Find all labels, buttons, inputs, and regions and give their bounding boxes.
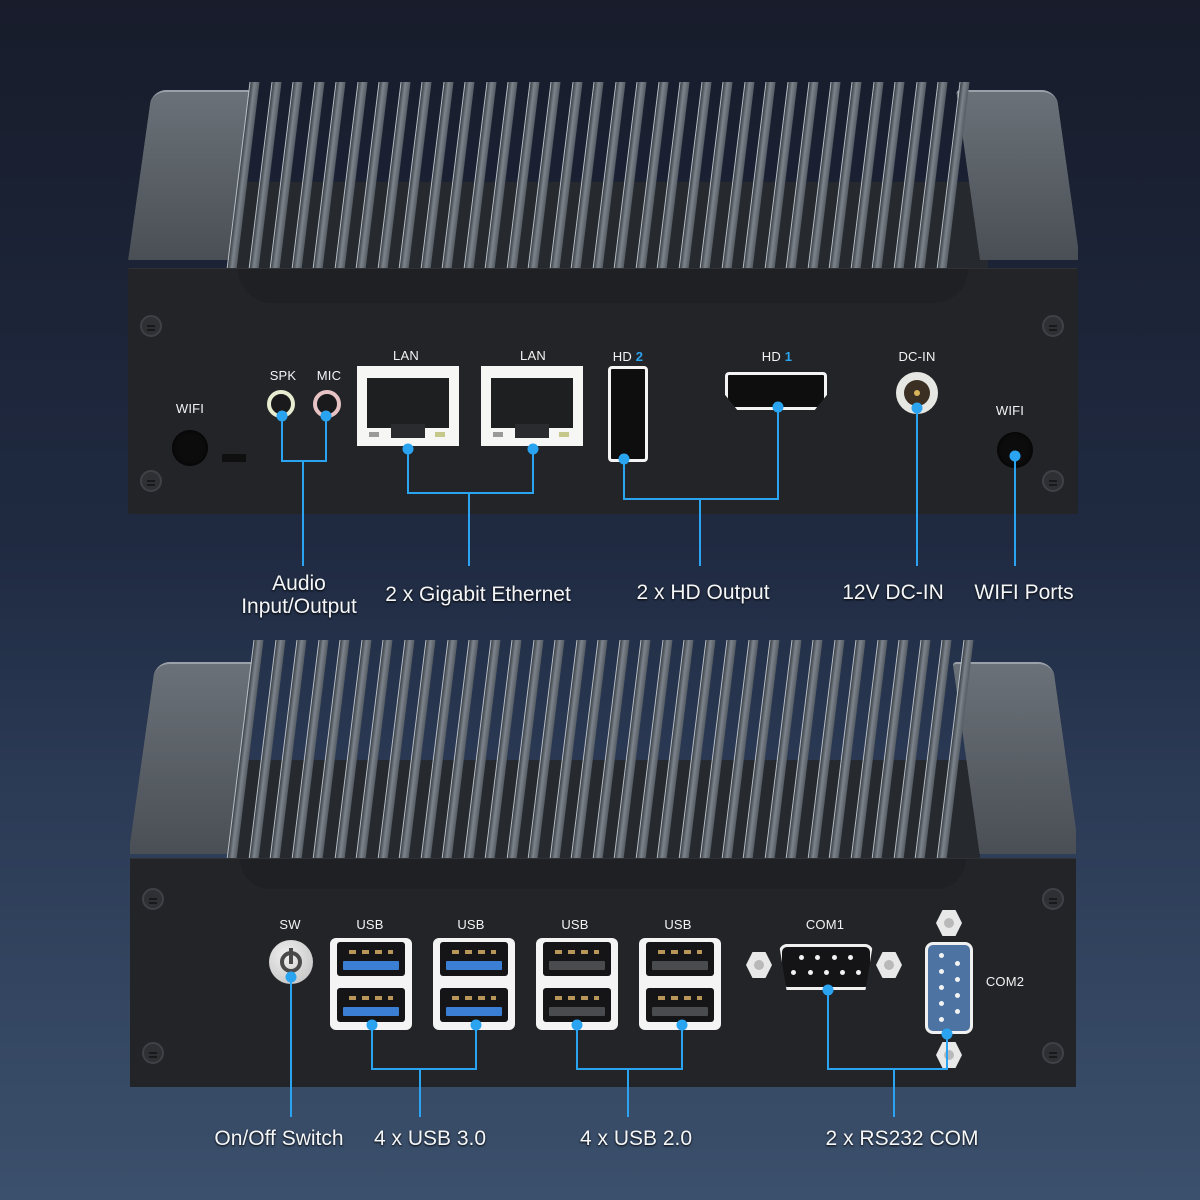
heatsink-fin	[763, 640, 802, 860]
bottom-front-panel	[130, 858, 1076, 1087]
wifi-antenna-icon[interactable]	[172, 430, 208, 466]
power-icon[interactable]	[269, 940, 313, 984]
screw-icon	[1042, 1042, 1064, 1064]
heatsink-fin	[290, 640, 329, 860]
heatsink-fin	[527, 640, 565, 860]
caption-wifi: WIFI Ports	[974, 581, 1074, 604]
heatsink-fin	[505, 640, 544, 860]
heatsink-fin	[613, 640, 651, 860]
heatsink-fin	[720, 640, 759, 860]
hdmi-port-icon[interactable]	[608, 366, 648, 462]
screw-icon	[1042, 888, 1064, 910]
heatsink-fin	[226, 640, 264, 860]
heatsink-fin	[247, 640, 286, 860]
screw-icon	[140, 470, 162, 492]
heatsink-fin	[699, 640, 737, 860]
caption-com: 2 x RS232 COM	[825, 1127, 979, 1150]
ethernet-port-icon[interactable]	[481, 366, 583, 446]
mic-label: MIC	[316, 368, 342, 383]
caption-ethernet: 2 x Gigabit Ethernet	[385, 583, 571, 606]
heatsink-right-cap	[952, 662, 1076, 854]
ethernet-port-icon[interactable]	[357, 366, 459, 446]
screw-icon	[140, 315, 162, 337]
caption-hd-output: 2 x HD Output	[636, 581, 770, 604]
screw-icon	[1042, 315, 1064, 337]
heatsink-fin	[914, 640, 952, 860]
lan1-label: LAN	[393, 348, 419, 363]
com1-label: COM1	[805, 917, 845, 932]
indicator-slot	[222, 454, 246, 462]
heatsink-fin	[462, 640, 501, 860]
spk-label: SPK	[269, 368, 297, 383]
dcin-label: DC-IN	[898, 349, 936, 364]
hex-standoff	[936, 1042, 962, 1068]
hd1-label: HD 1	[761, 349, 793, 364]
usb-port-icon[interactable]	[536, 938, 618, 1030]
hex-standoff	[936, 910, 962, 936]
db9-serial-port-icon[interactable]	[925, 942, 973, 1034]
heatsink-fin	[591, 640, 630, 860]
heatsink-left-cap	[130, 662, 256, 854]
heatsink-fin	[398, 640, 436, 860]
usb2-label: USB	[457, 917, 485, 932]
heatsink-fin	[269, 640, 307, 860]
heatsink-fin	[828, 640, 866, 860]
hex-standoff	[876, 952, 902, 978]
hd2-label: HD 2	[612, 349, 644, 364]
usb-port-icon[interactable]	[639, 938, 721, 1030]
usb3-label: USB	[561, 917, 589, 932]
caption-audio: Audio Input/Output	[241, 572, 357, 618]
heatsink-fin	[333, 640, 372, 860]
usb4-label: USB	[664, 917, 692, 932]
hex-standoff	[746, 952, 772, 978]
screw-icon	[1042, 470, 1064, 492]
lan2-label: LAN	[520, 348, 546, 363]
heatsink-fin	[376, 640, 415, 860]
heatsink-fin	[656, 640, 694, 860]
heatsink-fin	[849, 640, 888, 860]
heatsink-fin	[677, 640, 716, 860]
heatsink-fin	[742, 640, 780, 860]
wifi-left-label: WIFI	[175, 401, 205, 416]
heatsink-fin	[892, 640, 931, 860]
heatsink-fin	[806, 640, 845, 860]
heatsink-fin	[935, 640, 974, 860]
screw-icon	[142, 1042, 164, 1064]
caption-usb20: 4 x USB 2.0	[579, 1127, 693, 1150]
wifi-right-label: WIFI	[995, 403, 1025, 418]
heatsink-fin	[484, 640, 522, 860]
heatsink-fin	[871, 640, 909, 860]
heatsink-fin	[312, 640, 350, 860]
db9-serial-port-icon[interactable]	[779, 944, 873, 990]
top-device-mini-pc: WIFI SPK MIC LAN LAN HD 2 HD 1 DC-IN WIF…	[128, 82, 1078, 618]
usb-port-icon[interactable]	[433, 938, 515, 1030]
sw-label: SW	[279, 917, 301, 932]
bottom-heatsink	[130, 640, 1076, 862]
caption-switch: On/Off Switch	[214, 1127, 344, 1150]
com2-label: COM2	[985, 974, 1025, 989]
usb-port-icon[interactable]	[330, 938, 412, 1030]
heatsink-fin	[419, 640, 458, 860]
usb1-label: USB	[356, 917, 384, 932]
heatsink-fin	[570, 640, 608, 860]
caption-usb30: 4 x USB 3.0	[373, 1127, 487, 1150]
screw-icon	[142, 888, 164, 910]
heatsink-fin	[441, 640, 479, 860]
caption-dcin: 12V DC-IN	[842, 581, 944, 604]
heatsink-fin	[785, 640, 823, 860]
heatsink-fin	[548, 640, 587, 860]
heatsink-fin	[355, 640, 393, 860]
heatsink-fin	[634, 640, 673, 860]
top-heatsink	[128, 82, 1078, 272]
